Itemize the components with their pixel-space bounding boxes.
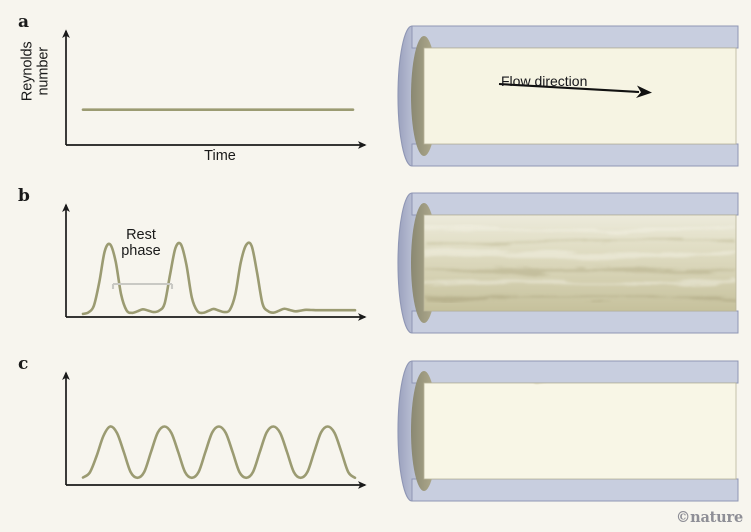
- pipe-wall-top-c: [411, 360, 739, 384]
- rest-phase-label: Rest phase: [121, 227, 161, 260]
- pipe-wall-bottom-c: [411, 478, 739, 502]
- plot-b: [62, 203, 367, 321]
- rest-phase-bracket: [111, 282, 174, 289]
- pipe-wall-bottom-a: [411, 143, 739, 167]
- pipe-fluid-b: [423, 214, 737, 312]
- curve-pulsatile-reynolds: [81, 241, 357, 316]
- curve-oscillatory-reynolds: [81, 425, 357, 480]
- pipe-fluid-c: [423, 382, 737, 480]
- flow-arrow-head-a: [636, 85, 652, 98]
- panel-a: a Reynolds number Time: [0, 0, 751, 185]
- panel-label-c: c: [18, 354, 29, 374]
- panel-c: c: [0, 353, 751, 513]
- pipe-wall-top-a: [411, 25, 739, 49]
- plot-a: [62, 29, 367, 149]
- pipe-wall-bottom-b: [411, 310, 739, 334]
- flow-direction-label: Flow direction: [501, 73, 588, 89]
- plot-c: [62, 371, 367, 489]
- pipe-intermittent: [397, 360, 739, 502]
- y-axis-label-reynolds-number: Reynolds number: [19, 41, 52, 102]
- pipe-fluid-a: [423, 47, 737, 145]
- panel-label-b: b: [18, 186, 30, 206]
- pipe-turbulent: [397, 25, 739, 167]
- pipe-wall-top-b: [411, 192, 739, 216]
- x-axis-label-time: Time: [204, 148, 236, 164]
- panel-label-a: a: [18, 12, 30, 32]
- pipe-laminar: [397, 192, 739, 334]
- panel-b: b Rest phase: [0, 185, 751, 353]
- nature-credit: ©nature: [675, 509, 743, 526]
- flow-arrow-line-a: [498, 82, 640, 94]
